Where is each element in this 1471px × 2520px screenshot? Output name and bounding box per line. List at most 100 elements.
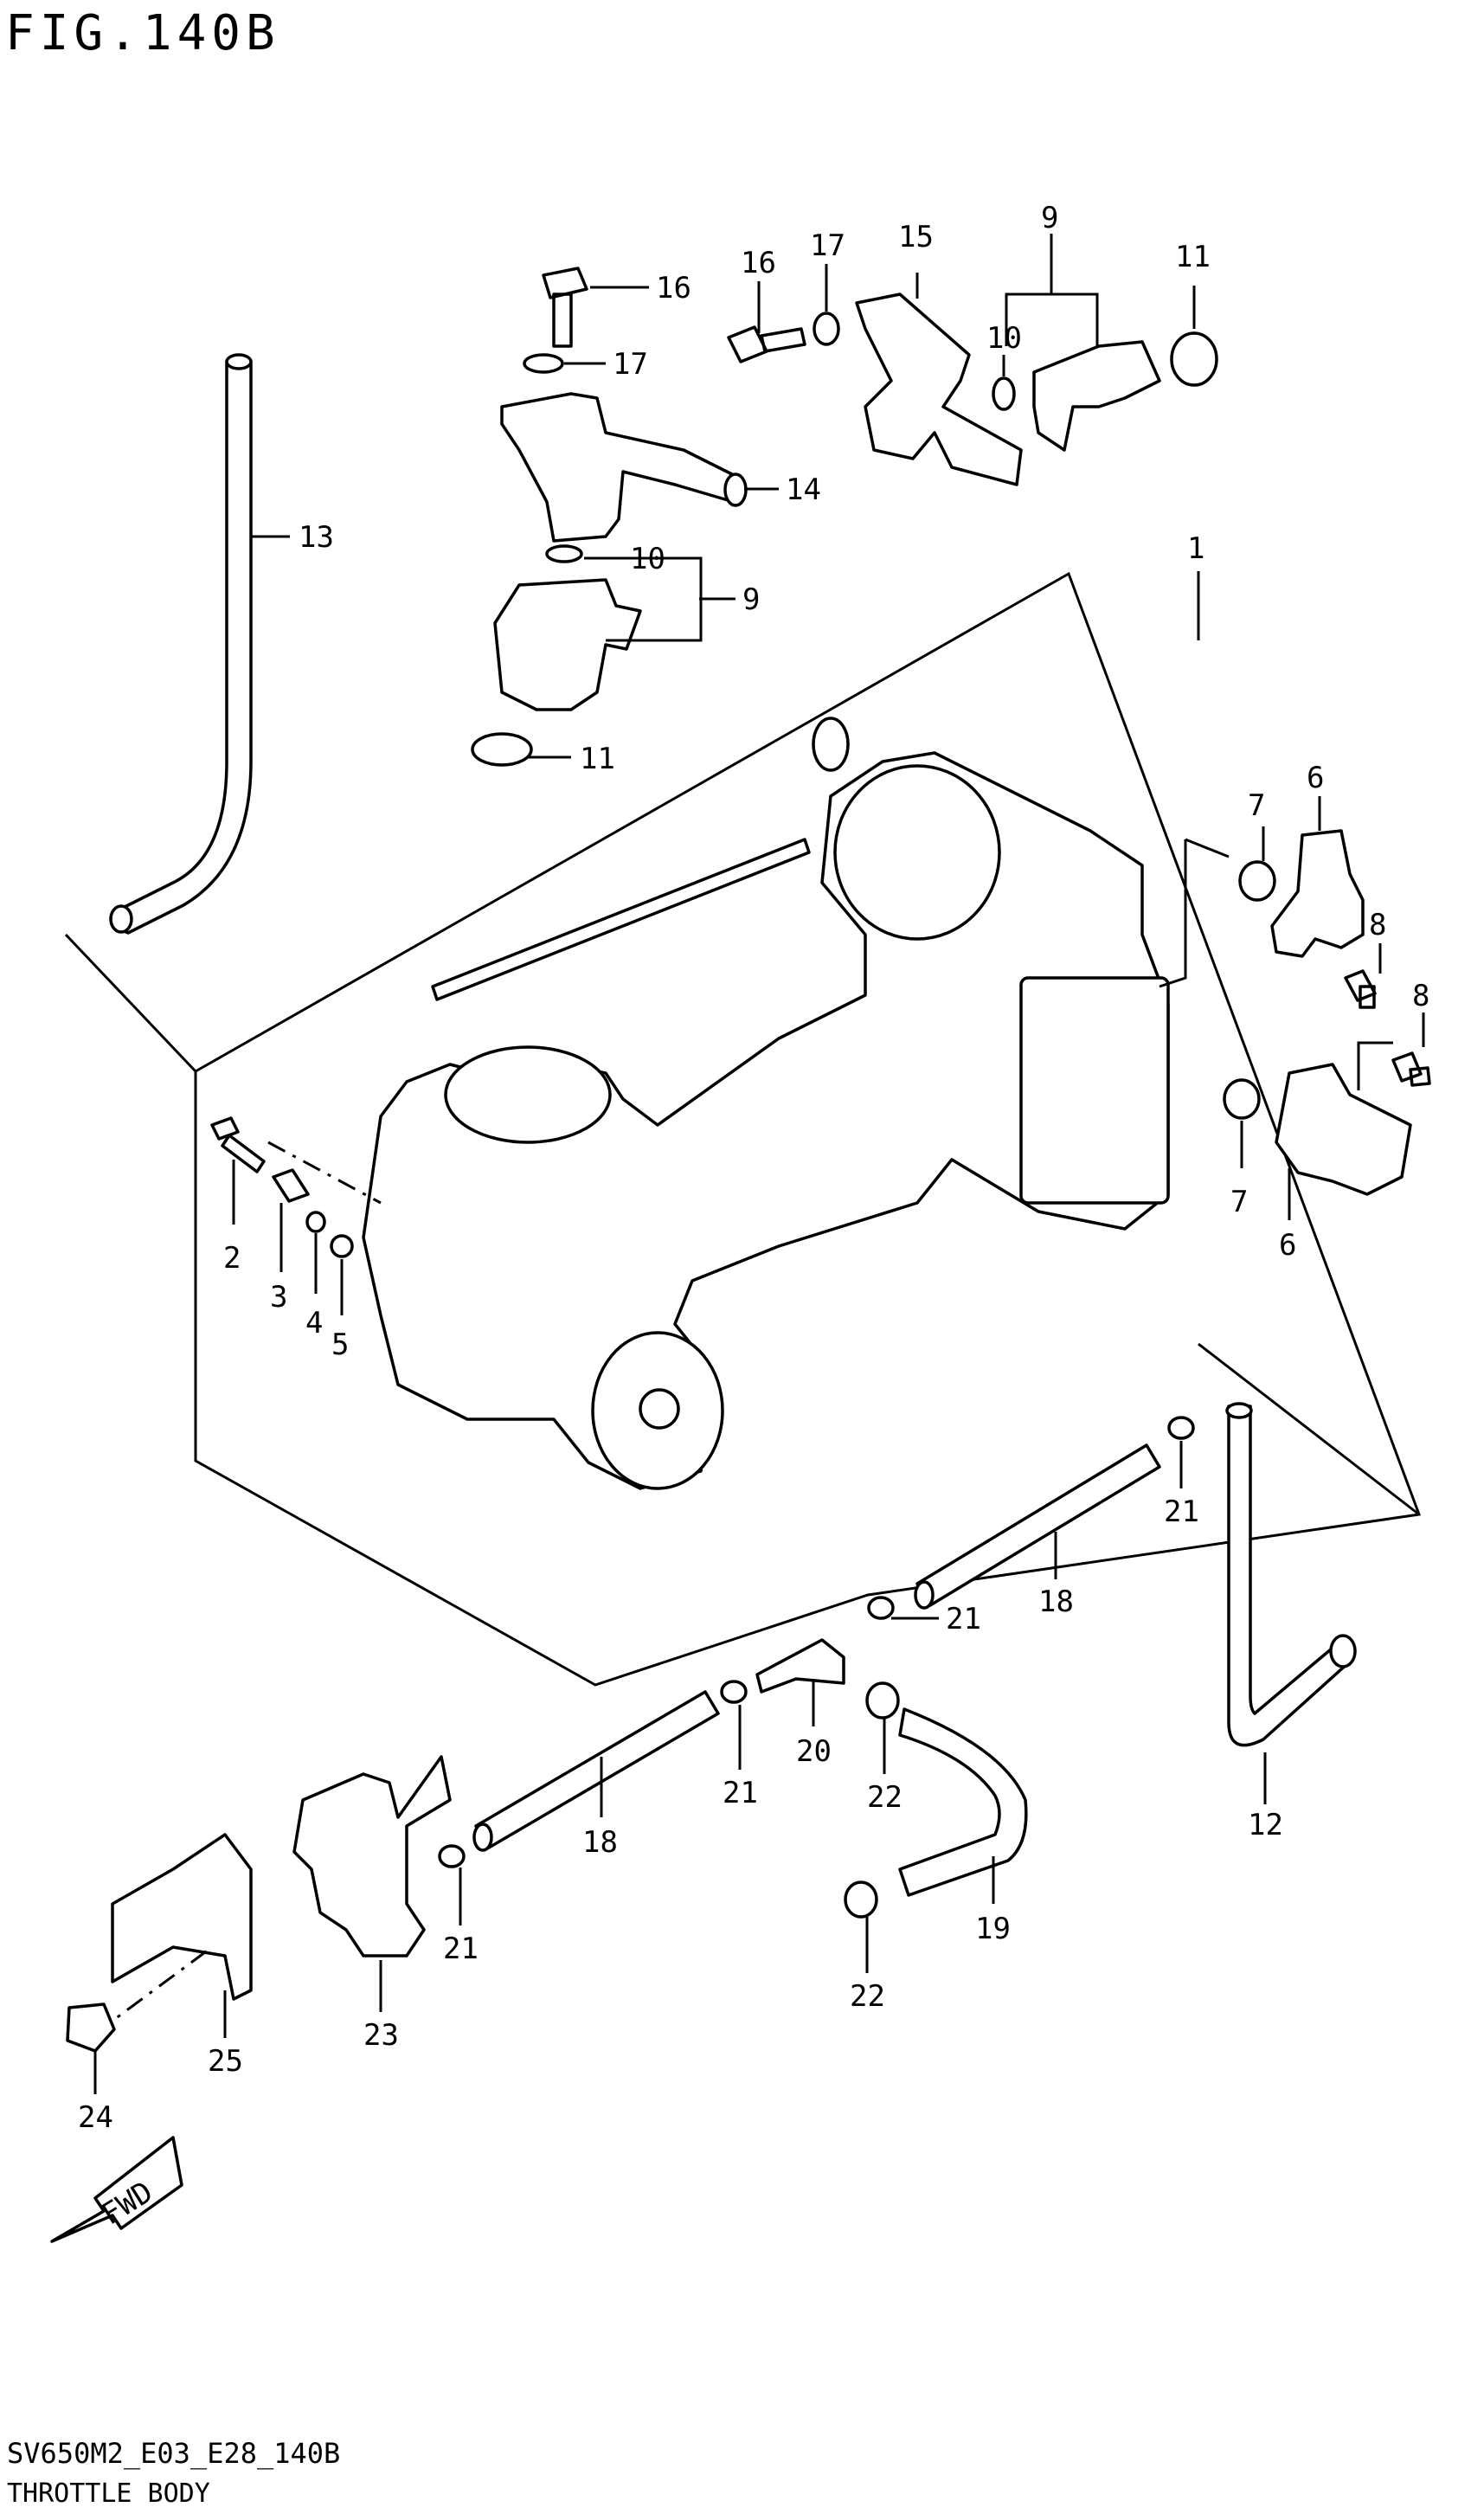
callout-22-upper: 22 bbox=[867, 1780, 903, 1815]
sensor-6-upper bbox=[1270, 829, 1365, 958]
clamp-21-b bbox=[867, 1596, 895, 1620]
callout-8-lower: 8 bbox=[1412, 979, 1429, 1013]
hose-13 bbox=[115, 360, 253, 935]
linkage-rod bbox=[431, 838, 811, 1001]
callout-1: 1 bbox=[1187, 531, 1204, 566]
washer-4 bbox=[305, 1211, 326, 1233]
delivery-pipe-14 bbox=[500, 392, 737, 543]
seal-11-right bbox=[1170, 331, 1218, 387]
washer-17-left bbox=[523, 353, 564, 374]
hose-13-end bbox=[225, 353, 253, 370]
callout-21-lower-mid: 21 bbox=[723, 1776, 758, 1810]
callouts: 1 2 3 4 5 6 6 7 7 8 8 9 9 10 10 11 11 12… bbox=[78, 201, 1429, 2135]
clamp-22-a bbox=[865, 1681, 900, 1720]
injector-9-left bbox=[493, 578, 642, 711]
pulley-hub bbox=[639, 1388, 680, 1430]
throttle-bore-front bbox=[444, 1045, 612, 1144]
sensor-upper-bracket bbox=[1159, 839, 1187, 988]
clamp-22-b bbox=[844, 1880, 878, 1919]
hose-18-lower-end bbox=[472, 1822, 493, 1852]
callout-10-left: 10 bbox=[630, 542, 665, 576]
clamp-21-a bbox=[1167, 1416, 1195, 1440]
sensor-lower-bracket bbox=[1357, 1041, 1393, 1090]
callout-21-lower-left: 21 bbox=[443, 1932, 479, 1966]
screw-8-upper bbox=[1344, 969, 1377, 1009]
callout-16-right: 16 bbox=[741, 246, 776, 280]
seal-11-left bbox=[471, 732, 533, 767]
hose-12 bbox=[1227, 1405, 1352, 1747]
callout-25: 25 bbox=[208, 2044, 243, 2079]
oring-10-left bbox=[545, 544, 583, 563]
hose-19 bbox=[898, 1707, 1028, 1897]
washer-17-right bbox=[813, 312, 840, 346]
callout-11-right: 11 bbox=[1175, 240, 1211, 274]
joint-20 bbox=[755, 1638, 845, 1694]
callout-16-left: 16 bbox=[656, 271, 691, 305]
footer-code: SV650M2_E03_E28_140B bbox=[7, 2437, 341, 2470]
callout-11-left: 11 bbox=[580, 742, 615, 776]
leader-lines bbox=[93, 234, 1425, 2094]
nut-24 bbox=[66, 2002, 116, 2053]
callout-19: 19 bbox=[975, 1912, 1011, 1946]
solenoid-valve-23 bbox=[292, 1755, 452, 1958]
callout-17-right: 17 bbox=[810, 228, 845, 263]
throttle-bore-rear bbox=[833, 764, 1001, 941]
delivery-pipe-15 bbox=[855, 292, 1023, 486]
callout-8-upper: 8 bbox=[1369, 908, 1386, 942]
clamp-21-d bbox=[438, 1844, 466, 1868]
callout-21-upper-right: 21 bbox=[1164, 1495, 1199, 1529]
hose-18-upper-end bbox=[914, 1580, 935, 1610]
hose-13-end-low bbox=[109, 904, 133, 934]
frame-hose-leader bbox=[64, 933, 197, 1073]
bracket-25 bbox=[111, 1833, 253, 2001]
callout-17-left: 17 bbox=[613, 347, 648, 382]
injector-9-right bbox=[1032, 340, 1161, 452]
bolt-16-right bbox=[727, 325, 806, 363]
callout-23: 23 bbox=[363, 2018, 399, 2053]
callout-9-left: 9 bbox=[742, 582, 760, 617]
screw-8-lower bbox=[1391, 1051, 1431, 1087]
figure-title: FIG.140B bbox=[5, 5, 280, 61]
frame-hose12-leader bbox=[1198, 1342, 1420, 1516]
idle-adjuster bbox=[812, 717, 850, 772]
oring-10-right bbox=[992, 376, 1016, 411]
callout-15: 15 bbox=[898, 220, 934, 254]
callout-3: 3 bbox=[270, 1280, 287, 1315]
callout-24: 24 bbox=[78, 2100, 113, 2135]
callout-18-lower: 18 bbox=[582, 1825, 618, 1860]
hose-12-end-low bbox=[1329, 1634, 1357, 1668]
callout-9-right: 9 bbox=[1041, 201, 1058, 235]
oring-7-upper bbox=[1238, 860, 1276, 902]
callout-7-lower: 7 bbox=[1230, 1185, 1248, 1219]
assembly-frame bbox=[194, 571, 1422, 1687]
bracket-dash bbox=[94, 1945, 213, 2035]
oring-5 bbox=[330, 1234, 354, 1258]
bolt-16-left bbox=[542, 267, 588, 348]
sensor-upper-dash bbox=[1185, 838, 1230, 858]
callout-2: 2 bbox=[223, 1241, 241, 1276]
hose-18-lower bbox=[474, 1690, 720, 1849]
callout-21-mid: 21 bbox=[946, 1602, 981, 1636]
clamp-21-c bbox=[720, 1680, 748, 1704]
hose-12-end bbox=[1225, 1402, 1253, 1419]
callout-6-upper: 6 bbox=[1307, 761, 1324, 795]
callout-10-right: 10 bbox=[986, 321, 1022, 356]
callout-7-upper: 7 bbox=[1248, 788, 1265, 823]
callout-5: 5 bbox=[331, 1328, 349, 1362]
footer-name: THROTTLE BODY bbox=[7, 2478, 210, 2509]
spring-3 bbox=[272, 1168, 310, 1203]
callout-13: 13 bbox=[299, 520, 334, 555]
callout-18-upper: 18 bbox=[1038, 1585, 1074, 1619]
throttle-control-unit bbox=[1019, 976, 1170, 1205]
hose-18-upper bbox=[915, 1443, 1161, 1607]
oring-7-lower bbox=[1223, 1078, 1261, 1120]
callout-12: 12 bbox=[1248, 1808, 1283, 1842]
sensor-6-lower bbox=[1275, 1063, 1412, 1196]
screw-2 bbox=[210, 1116, 266, 1173]
callout-14: 14 bbox=[786, 472, 821, 507]
callout-22-lower: 22 bbox=[850, 1979, 885, 2014]
pipe-14-end bbox=[723, 472, 748, 507]
throttle-body-main bbox=[362, 751, 1170, 1490]
callout-4: 4 bbox=[305, 1306, 323, 1340]
